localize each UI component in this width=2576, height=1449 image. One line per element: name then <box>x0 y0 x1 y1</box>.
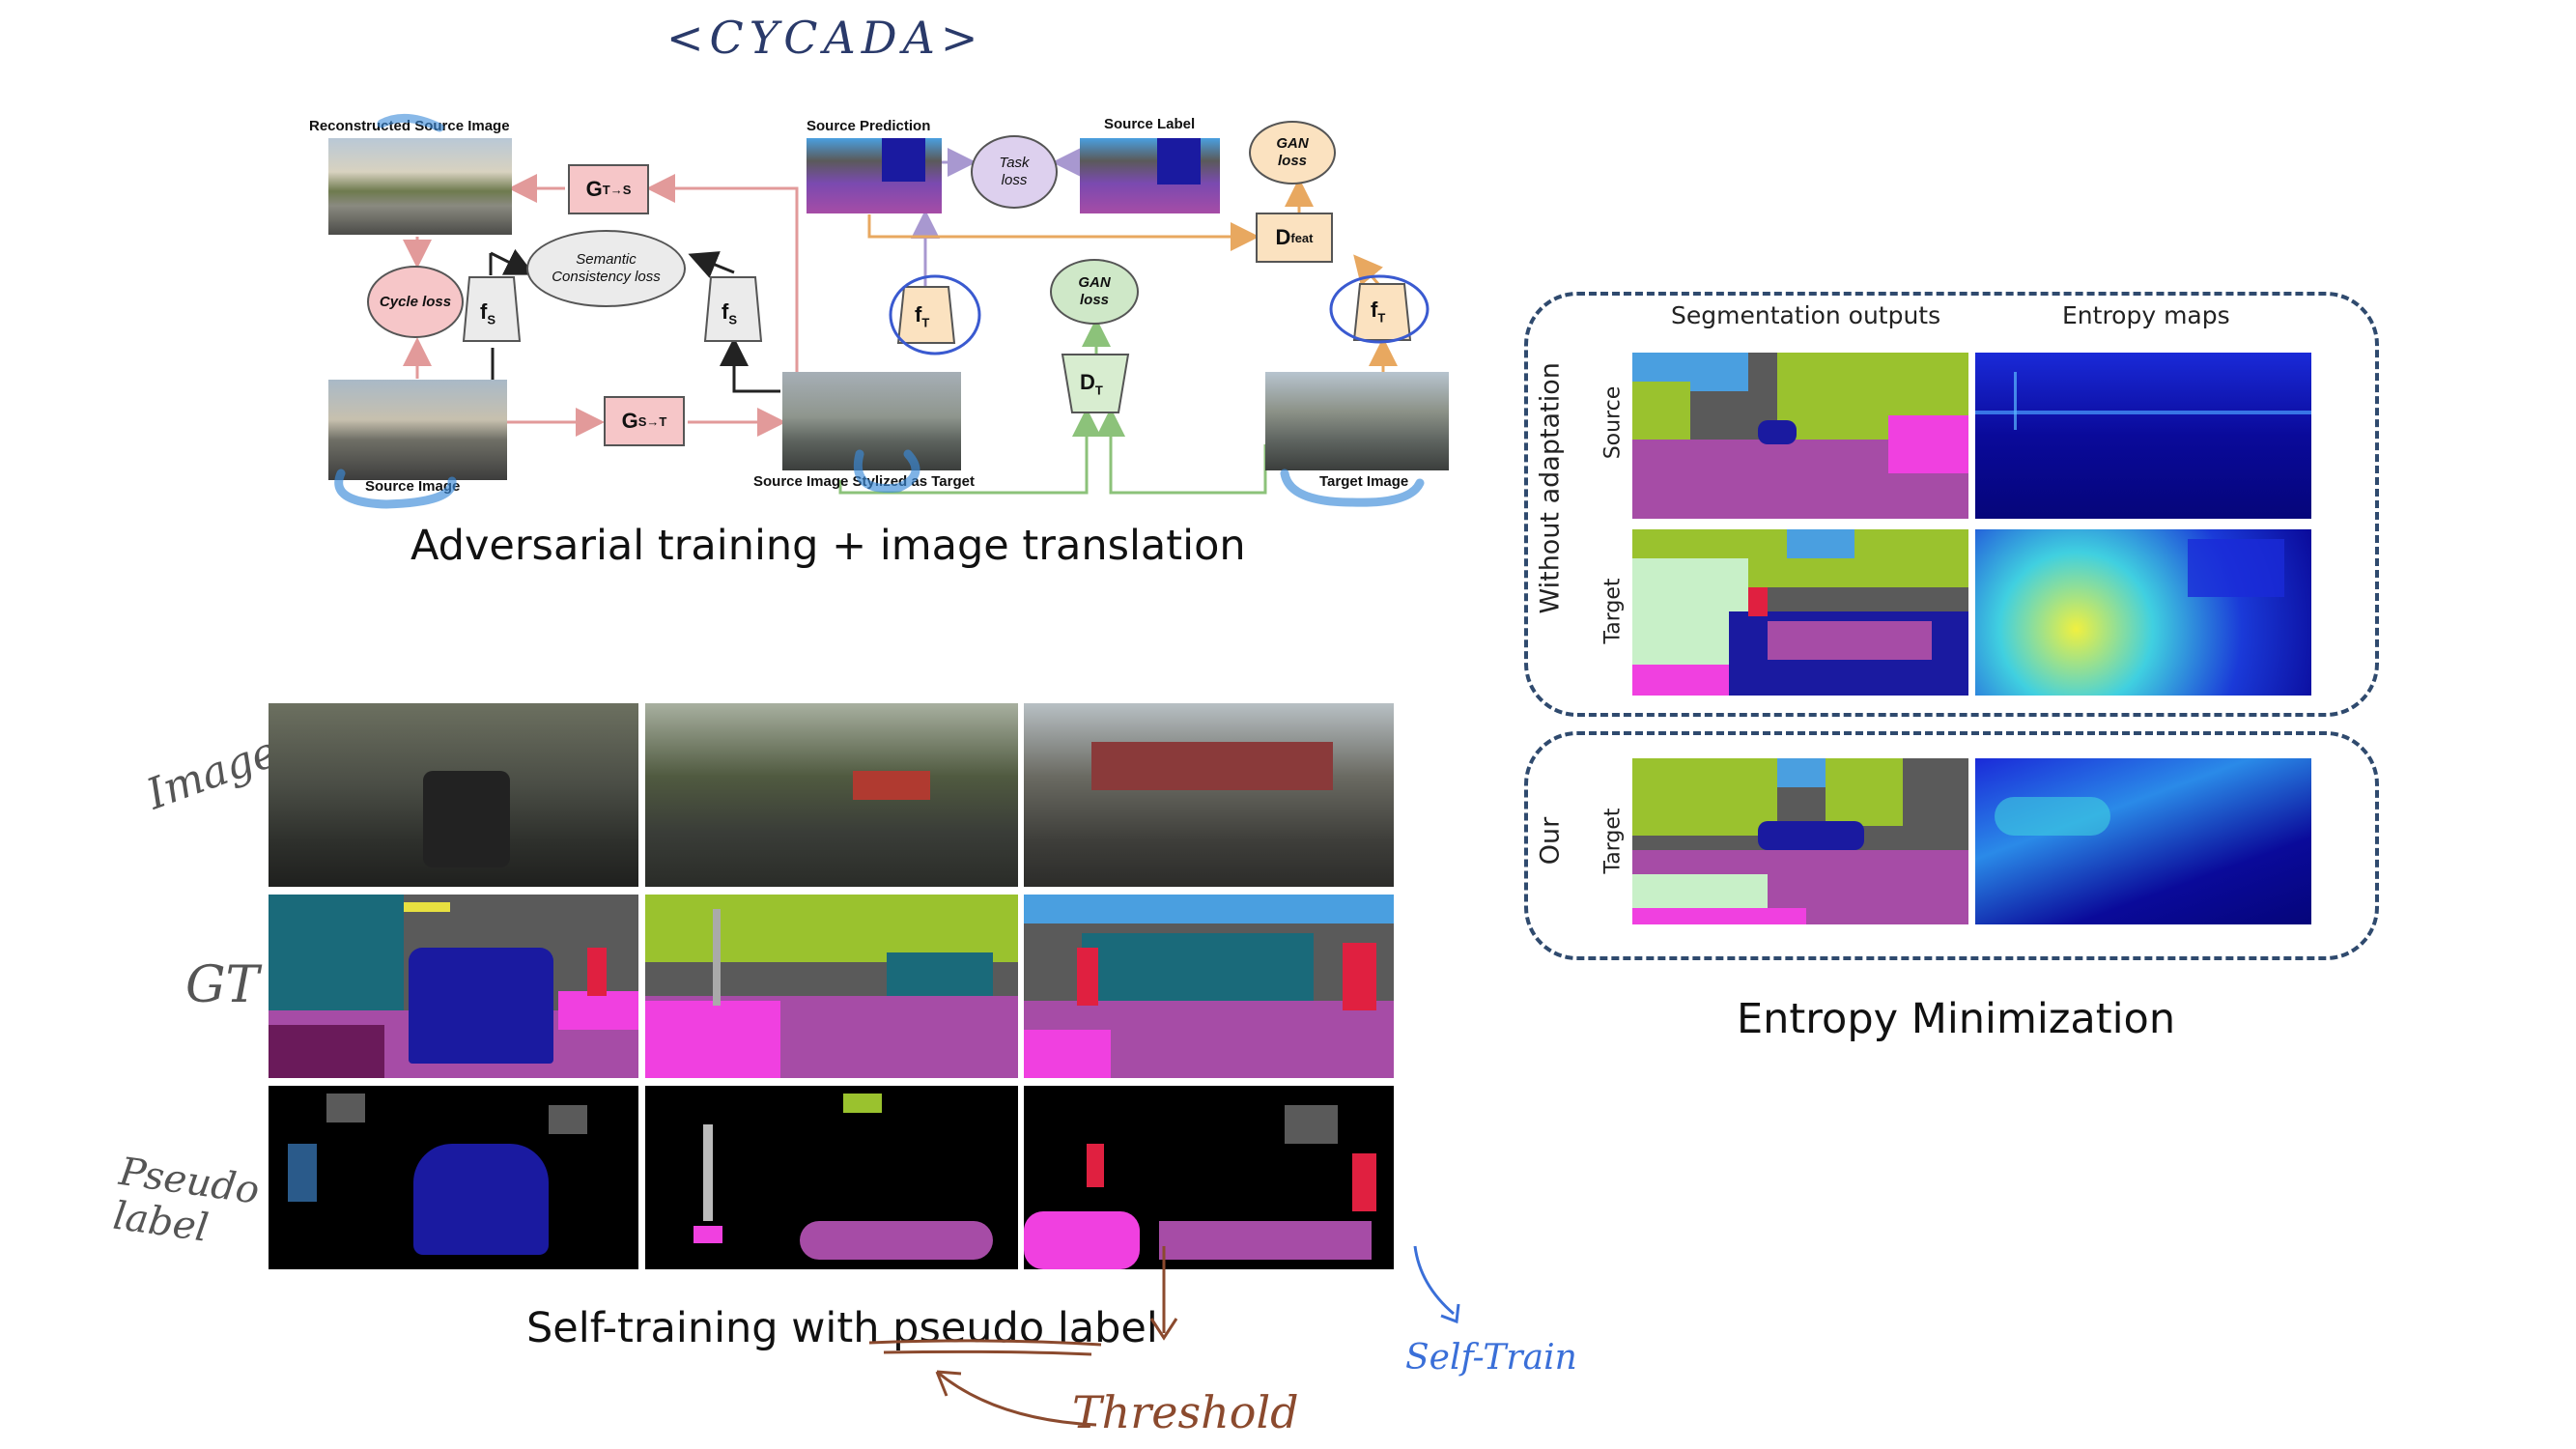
stylized-image <box>782 372 961 470</box>
group-label-without: Without adaptation <box>1535 362 1566 614</box>
source-image <box>328 380 507 480</box>
generator-s-to-t-sub: S→T <box>637 413 667 429</box>
our-group <box>1524 731 2379 960</box>
dt-main: D <box>1080 370 1095 394</box>
gan-loss-top-oval: GAN loss <box>1249 121 1336 185</box>
ft-right-main: f <box>1371 298 1378 322</box>
gt-map-2 <box>645 895 1018 1078</box>
group-label-our: Our <box>1535 816 1566 866</box>
source-label-label: Source Label <box>1104 116 1196 132</box>
seg-target-without <box>1632 529 1968 696</box>
col-header-entropy: Entropy maps <box>2062 301 2230 329</box>
ft-right-trapezoid <box>1352 283 1412 341</box>
target-image-label: Target Image <box>1319 473 1409 490</box>
row-label-pseudo: Pseudo label <box>110 1150 263 1251</box>
grid-image-2 <box>645 703 1018 887</box>
source-prediction-label: Source Prediction <box>807 118 931 134</box>
dt-trapezoid <box>1061 354 1130 413</box>
row-label-source: Source <box>1600 385 1626 460</box>
discriminator-feat-main: D <box>1275 225 1291 249</box>
entropy-source <box>1975 353 2311 519</box>
row-label-target-2: Target <box>1600 808 1626 874</box>
pseudo-map-2 <box>645 1086 1018 1269</box>
ft-left-main: f <box>915 302 922 327</box>
ft-left-trapezoid <box>896 286 956 344</box>
dt-label: DT <box>1080 370 1103 397</box>
pseudo-map-1 <box>269 1086 638 1269</box>
fs-left-main: f <box>480 299 488 324</box>
grid-image-1 <box>269 703 638 887</box>
seg-source <box>1632 353 1968 519</box>
seg-target-our <box>1632 758 1968 924</box>
cycada-title: <CYCADA> <box>666 12 984 64</box>
generator-s-to-t-main: G <box>621 409 638 433</box>
col-header-segmentation: Segmentation outputs <box>1671 301 1941 329</box>
gt-map-1 <box>269 895 638 1078</box>
fs-right-trapezoid <box>703 276 763 342</box>
ft-left-label: fT <box>915 302 929 329</box>
row-label-target-1: Target <box>1600 578 1626 644</box>
ft-right-sub: T <box>1377 310 1386 326</box>
ft-right-label: fT <box>1371 298 1385 325</box>
discriminator-feat-sub: feat <box>1290 230 1314 245</box>
fs-left-sub: S <box>487 312 495 327</box>
entropy-target-our <box>1975 758 2311 924</box>
self-train-annotation: Self-Train <box>1405 1338 1577 1378</box>
source-image-label: Source Image <box>365 478 461 495</box>
reconstructed-image <box>328 138 512 235</box>
generator-t-to-s-sub: T→S <box>602 182 632 197</box>
reconstructed-label: Reconstructed Source Image <box>309 118 510 134</box>
pseudo-map-3 <box>1024 1086 1394 1269</box>
generator-t-to-s-main: G <box>585 177 603 201</box>
pen-annotations <box>868 1245 1460 1427</box>
row-label-image: Image <box>140 726 285 820</box>
fs-right-main: f <box>722 299 729 324</box>
gan-loss-mid-oval: GAN loss <box>1050 259 1139 325</box>
threshold-annotation: Threshold <box>1072 1386 1299 1438</box>
ft-left-sub: T <box>921 315 930 330</box>
fs-left-label: fS <box>480 299 495 327</box>
fs-left-trapezoid <box>462 276 522 342</box>
semantic-consistency-oval: Semantic Consistency loss <box>526 230 686 307</box>
without-adaptation-group <box>1524 292 2379 717</box>
pen-highlights <box>334 113 1430 509</box>
dt-sub: T <box>1094 383 1103 398</box>
target-image <box>1265 372 1449 470</box>
cycle-loss-oval: Cycle loss <box>367 266 464 338</box>
fs-right-sub: S <box>728 312 737 327</box>
source-prediction-image <box>807 138 942 213</box>
source-label-image <box>1080 138 1220 213</box>
row-label-gt: GT <box>185 956 260 1014</box>
entropy-caption: Entropy Minimization <box>1737 995 2176 1043</box>
fs-right-label: fS <box>722 299 737 327</box>
grid-image-3 <box>1024 703 1394 887</box>
self-training-caption: Self-training with pseudo label <box>526 1304 1158 1352</box>
gt-map-3 <box>1024 895 1394 1078</box>
cycada-caption: Adversarial training + image translation <box>410 522 1246 570</box>
entropy-target-without <box>1975 529 2311 696</box>
task-loss-oval: Task loss <box>971 135 1058 209</box>
cycada-arrows <box>403 148 1398 495</box>
